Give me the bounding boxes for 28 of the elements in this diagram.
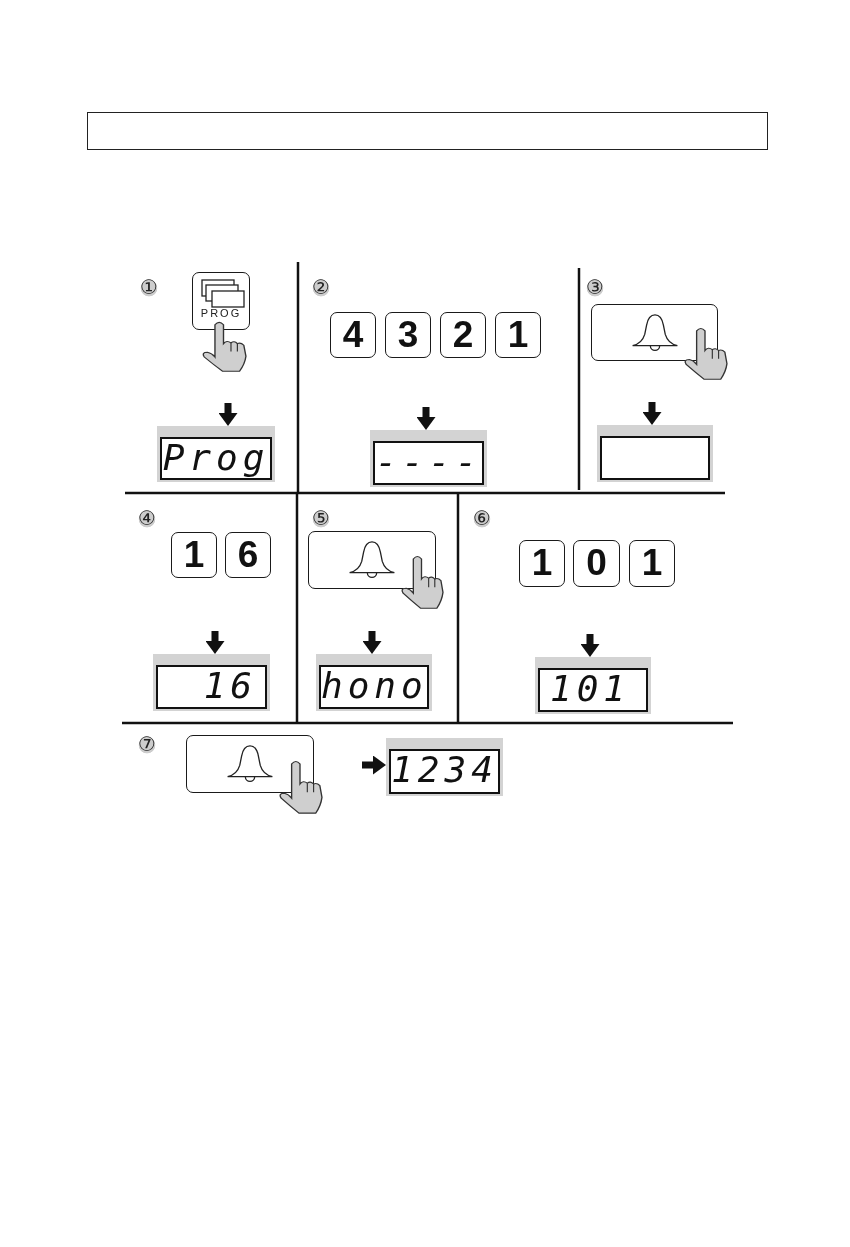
- number-key: 1: [519, 540, 565, 587]
- lcd-display: 16: [153, 654, 270, 711]
- step-number: ③: [584, 276, 606, 298]
- lcd-display: Prog: [157, 426, 275, 482]
- bell-key: [186, 735, 314, 793]
- number-key: 1: [629, 540, 675, 587]
- step-number: ④: [136, 507, 158, 529]
- lcd-display: 1234: [386, 738, 503, 796]
- bell-key: [308, 531, 436, 589]
- number-key: 2: [440, 312, 486, 358]
- lcd-display: 101: [535, 657, 651, 714]
- number-key: 6: [225, 532, 271, 578]
- lcd-display: ----: [370, 430, 487, 487]
- lcd-display: hono: [316, 654, 432, 711]
- number-key: 4: [330, 312, 376, 358]
- number-key: 1: [495, 312, 541, 358]
- key-label: PROG: [199, 307, 243, 319]
- step-number: ⑦: [136, 733, 158, 755]
- number-key: 1: [171, 532, 217, 578]
- step-number: ⑤: [310, 507, 332, 529]
- program-key: [192, 272, 250, 330]
- step-number: ②: [310, 276, 332, 298]
- number-key: 0: [573, 540, 620, 587]
- step-number: ①: [138, 276, 160, 298]
- lcd-display: [597, 425, 713, 482]
- number-key: 3: [385, 312, 431, 358]
- step-number: ⑥: [471, 507, 493, 529]
- bell-key: [591, 304, 718, 361]
